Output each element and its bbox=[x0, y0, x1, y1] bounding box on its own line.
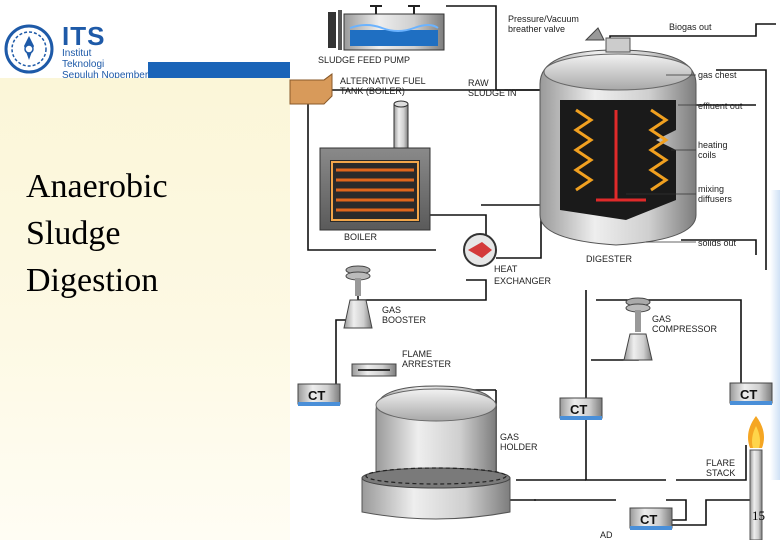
title-line-1: Anaerobic bbox=[26, 168, 168, 205]
header-accent-bar bbox=[148, 62, 290, 78]
label-alt-fuel-1: ALTERNATIVE FUEL bbox=[340, 76, 426, 86]
page-number: 15 bbox=[752, 508, 765, 523]
label-flare-2: STACK bbox=[706, 468, 735, 478]
gas-compressor: GAS COMPRESSOR bbox=[623, 297, 718, 361]
label-gas-holder-1: GAS bbox=[500, 432, 519, 442]
label-flame-arrester-1: FLAME bbox=[402, 349, 432, 359]
label-boiler: BOILER bbox=[344, 232, 378, 242]
ct-unit-3: CT bbox=[729, 382, 773, 405]
ct-unit-1: CT bbox=[297, 383, 341, 406]
label-gas-chest: gas chest bbox=[698, 70, 737, 80]
title-line-2: Sludge bbox=[26, 215, 121, 252]
ct-label-2: CT bbox=[570, 402, 587, 417]
label-raw-sludge-2: SLUDGE IN bbox=[468, 88, 517, 98]
label-flare-1: FLARE bbox=[706, 458, 735, 468]
logo-line-3: Sepuluh Nopember bbox=[62, 70, 149, 81]
label-gas-holder-2: HOLDER bbox=[500, 442, 538, 452]
label-solids-out: solids out bbox=[698, 238, 737, 248]
label-gas-booster-1: GAS bbox=[382, 305, 401, 315]
label-sludge-feed-pump: SLUDGE FEED PUMP bbox=[318, 55, 410, 65]
digester: DIGESTER bbox=[539, 27, 697, 264]
label-mixing-2: diffusers bbox=[698, 194, 732, 204]
label-mixing-1: mixing bbox=[698, 184, 724, 194]
label-gas-booster-2: BOOSTER bbox=[382, 315, 427, 325]
ct-label-1: CT bbox=[308, 388, 325, 403]
logo-text: ITS Institut Teknologi Sepuluh Nopember bbox=[62, 21, 149, 81]
label-alt-fuel-2: TANK (BOILER) bbox=[340, 86, 405, 96]
label-heating-1: heating bbox=[698, 140, 728, 150]
title-line-3: Digestion bbox=[26, 262, 159, 299]
sludge-feed-pump: SLUDGE FEED PUMP bbox=[318, 5, 445, 65]
label-ad: AD bbox=[600, 530, 613, 540]
logo-line-2: Teknologi bbox=[62, 59, 105, 70]
label-digester: DIGESTER bbox=[586, 254, 633, 264]
logo-line-1: Institut bbox=[62, 48, 92, 59]
logo-header: ITS Institut Teknologi Sepuluh Nopember bbox=[0, 0, 290, 81]
ct-label-4: CT bbox=[640, 512, 657, 527]
ct-unit-2: CT bbox=[559, 397, 603, 420]
its-seal-icon bbox=[4, 24, 54, 74]
label-pressure-2: breather valve bbox=[508, 24, 565, 34]
logo-abbr: ITS bbox=[62, 21, 106, 51]
label-gas-compressor-1: GAS bbox=[652, 314, 671, 324]
flame-arrester: FLAME ARRESTER bbox=[351, 349, 452, 377]
title-panel bbox=[0, 78, 290, 540]
digestion-process-diagram: SLUDGE FEED PUMP ALTERNATIVE FUEL TANK (… bbox=[289, 5, 776, 540]
flare-stack: FLARE STACK bbox=[706, 416, 764, 540]
label-biogas-out: Biogas out bbox=[669, 22, 712, 32]
ct-label-3: CT bbox=[740, 387, 757, 402]
label-effluent-out: effluent out bbox=[698, 101, 743, 111]
label-pressure-1: Pressure/Vacuum bbox=[508, 14, 579, 24]
label-heating-2: coils bbox=[698, 150, 717, 160]
gas-booster: GAS BOOSTER bbox=[343, 265, 427, 329]
slide-title: Anaerobic Sludge Digestion bbox=[26, 163, 168, 304]
label-flame-arrester-2: ARRESTER bbox=[402, 359, 452, 369]
label-heat-exchanger-1: HEAT bbox=[494, 264, 518, 274]
boiler: BOILER bbox=[319, 100, 431, 242]
ct-unit-4: CT bbox=[629, 507, 673, 530]
right-edge-gradient bbox=[770, 190, 780, 480]
label-heat-exchanger-2: EXCHANGER bbox=[494, 276, 552, 286]
label-gas-compressor-2: COMPRESSOR bbox=[652, 324, 718, 334]
gas-holder: GAS HOLDER bbox=[361, 385, 538, 520]
alternative-fuel-tank: ALTERNATIVE FUEL TANK (BOILER) bbox=[289, 73, 426, 105]
label-raw-sludge-1: RAW bbox=[468, 78, 489, 88]
heat-exchanger: HEAT EXCHANGER bbox=[463, 233, 552, 286]
